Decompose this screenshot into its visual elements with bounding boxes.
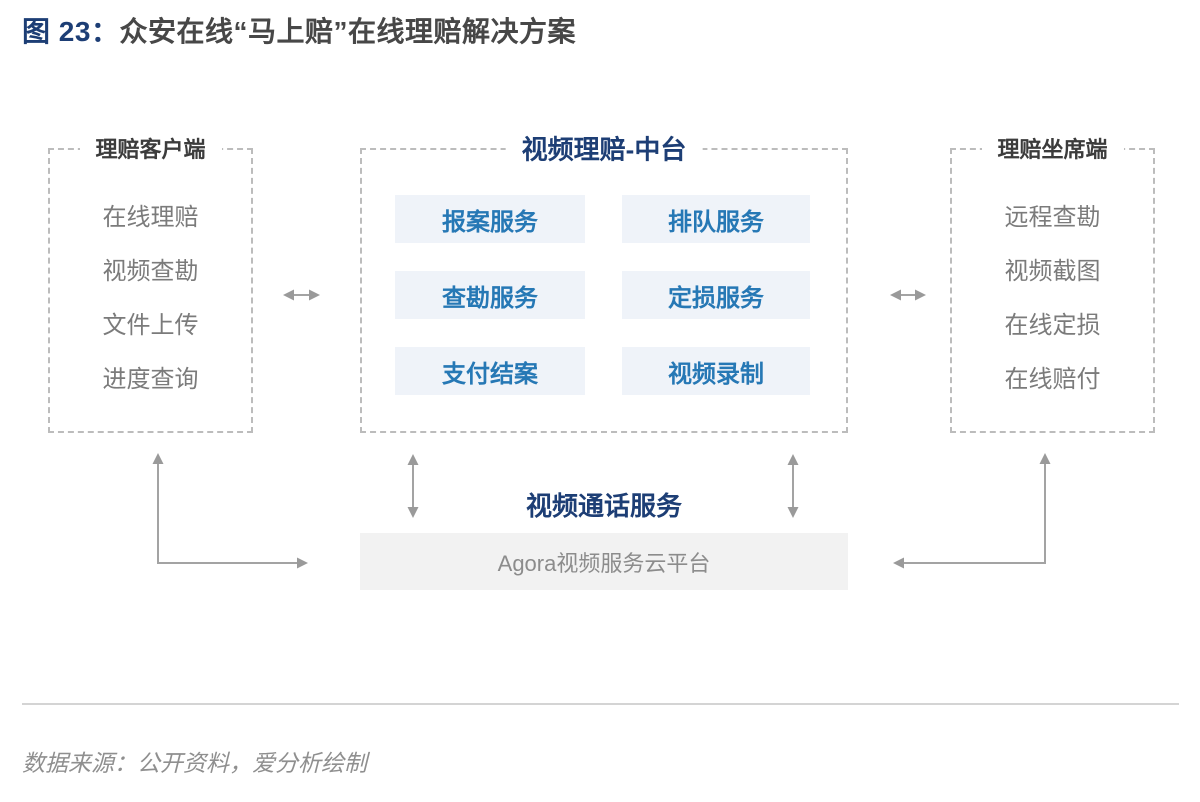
service-chip: 报案服务 — [395, 195, 585, 243]
client-panel-title: 理赔客户端 — [79, 136, 222, 164]
client-item: 视频查勘 — [102, 258, 199, 285]
agora-platform-box: Agora视频服务云平台 — [360, 533, 848, 590]
figure-title-text: 众安在线“马上赔”在线理赔解决方案 — [119, 16, 576, 47]
agent-item: 在线定损 — [1004, 312, 1101, 339]
platform-panel-title: 视频理赔-中台 — [505, 134, 703, 166]
video-call-service-title: 视频通话服务 — [525, 491, 682, 521]
client-item: 文件上传 — [102, 312, 199, 339]
service-chip: 排队服务 — [622, 195, 810, 243]
service-chip: 支付结案 — [395, 347, 585, 395]
agora-platform-label: Agora视频服务云平台 — [497, 550, 711, 576]
platform-panel: 视频理赔-中台 报案服务 排队服务 查勘服务 定损服务 支付结案 视频录制 — [360, 134, 848, 433]
service-chip: 定损服务 — [622, 271, 810, 319]
agent-panel: 理赔坐席端 远程查勘 视频截图 在线定损 在线赔付 — [950, 136, 1155, 433]
platform-services-grid: 报案服务 排队服务 查勘服务 定损服务 支付结案 视频录制 — [395, 195, 810, 395]
agent-item: 远程查勘 — [1004, 204, 1101, 231]
service-chip: 查勘服务 — [395, 271, 585, 319]
data-source-note: 数据来源：公开资料，爱分析绘制 — [22, 750, 367, 776]
client-panel: 理赔客户端 在线理赔 视频查勘 文件上传 进度查询 — [48, 136, 253, 433]
agent-item: 视频截图 — [1004, 258, 1101, 285]
service-chip: 视频录制 — [622, 347, 810, 395]
agent-panel-title: 理赔坐席端 — [981, 136, 1124, 164]
agent-panel-items: 远程查勘 视频截图 在线定损 在线赔付 — [952, 203, 1153, 395]
agent-agora-elbow-arrow-icon — [893, 453, 1051, 569]
agent-item: 在线赔付 — [1004, 366, 1101, 393]
client-item: 进度查询 — [102, 366, 199, 393]
client-panel-items: 在线理赔 视频查勘 文件上传 进度查询 — [50, 203, 251, 395]
page-title: 图 23：众安在线“马上赔”在线理赔解决方案 — [22, 14, 576, 50]
footer-divider — [22, 703, 1179, 705]
client-item: 在线理赔 — [102, 204, 199, 231]
client-platform-bidirectional-arrow-icon — [283, 289, 320, 301]
platform-agent-bidirectional-arrow-icon — [890, 289, 926, 301]
client-agora-elbow-arrow-icon — [152, 453, 308, 569]
figure-number-label: 图 23： — [22, 16, 120, 47]
